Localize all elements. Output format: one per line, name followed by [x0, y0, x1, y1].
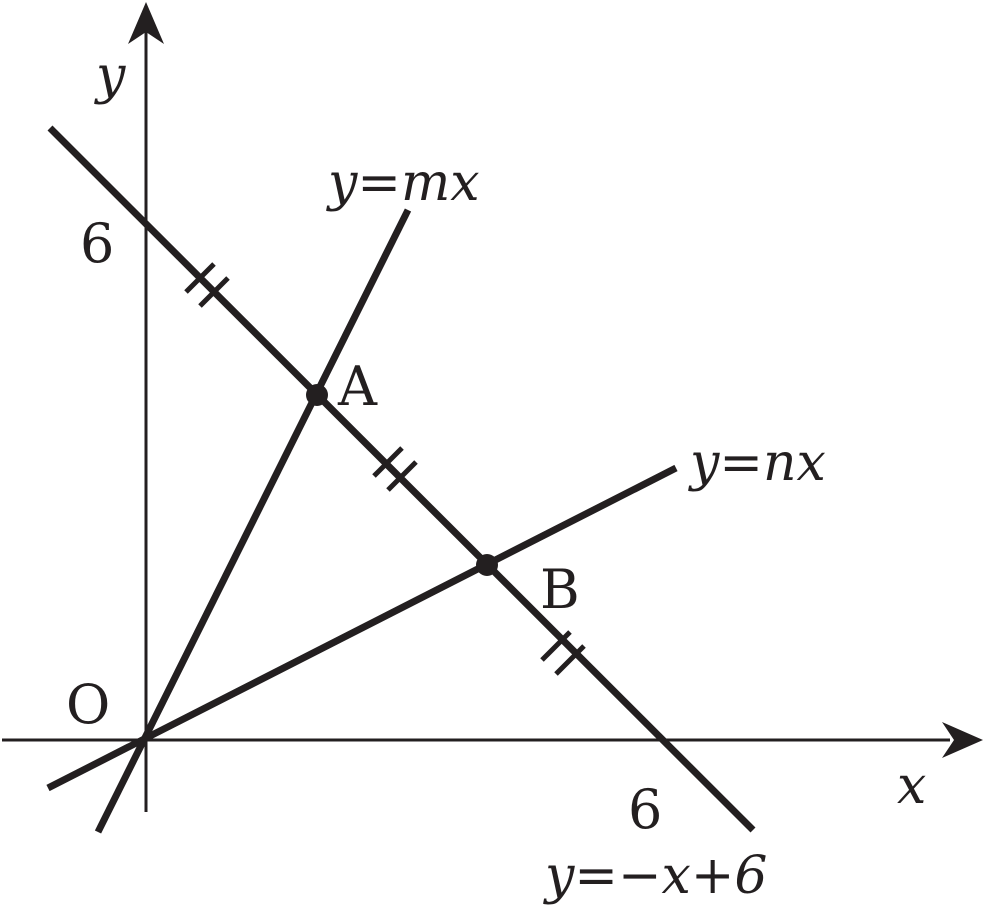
- line-neg-x-plus-6-label: y=−x+6: [543, 846, 768, 906]
- y-axis-label: y: [94, 46, 126, 106]
- tick-mark: [386, 460, 418, 492]
- tick-mark: [540, 630, 572, 662]
- point-B-label: B: [540, 558, 580, 621]
- tick-mark: [198, 276, 230, 308]
- tick-mark: [184, 262, 216, 294]
- point-A: [306, 384, 328, 406]
- line-mx-label: y=mx: [326, 153, 480, 213]
- x-axis-arrowhead: [942, 722, 983, 758]
- x-intercept-label: 6: [628, 778, 662, 841]
- line-mx: [94, 208, 412, 834]
- point-A-label: A: [337, 355, 378, 418]
- line-nx: [46, 464, 678, 792]
- origin-label: O: [66, 673, 110, 736]
- y-axis-arrowhead: [128, 2, 164, 44]
- equal-segment-marks: [184, 262, 586, 676]
- y-intercept-label: 6: [80, 212, 114, 275]
- line-nx-label: y=nx: [688, 433, 826, 493]
- x-axis-label: x: [897, 756, 926, 816]
- tick-mark: [372, 446, 404, 478]
- tick-mark: [554, 644, 586, 676]
- point-B: [476, 554, 498, 576]
